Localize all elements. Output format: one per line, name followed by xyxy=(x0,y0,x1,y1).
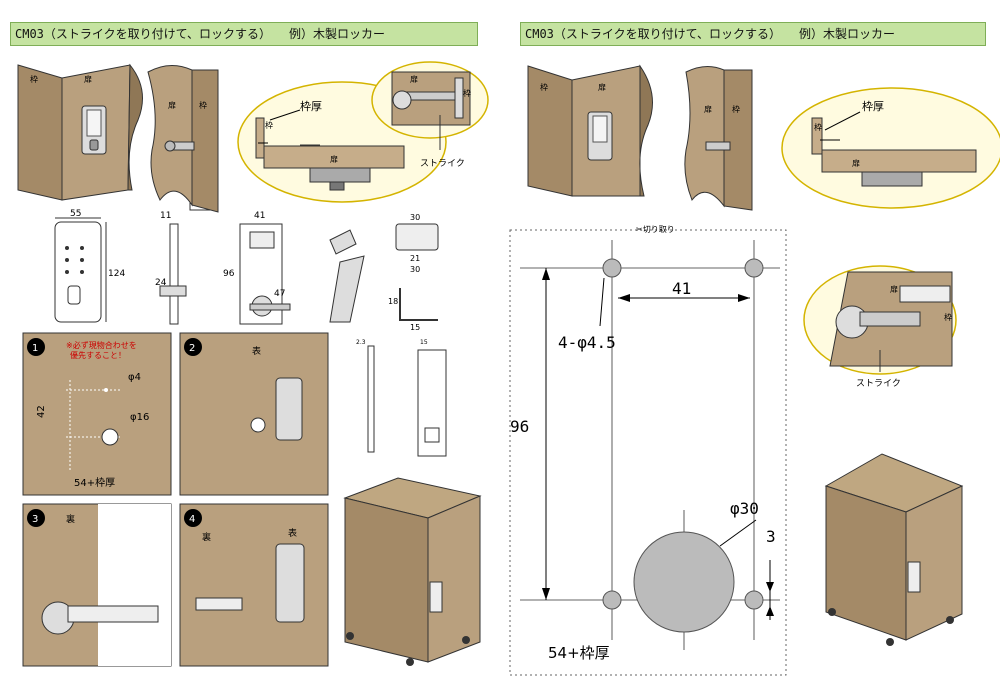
door-label-5: 扉 xyxy=(598,82,606,92)
frame-label-6: 枠 xyxy=(732,104,740,114)
dim-24: 24 xyxy=(155,278,167,288)
door-label-7: 扉 xyxy=(852,158,860,168)
right-title: CM03（ストライクを取り付けて、ロックする） 例）木製ロッカー xyxy=(525,27,896,41)
frame-label-2: 枠 xyxy=(199,100,207,110)
dim-s30b: 30 xyxy=(410,265,420,274)
right-strike-detail-bottom: 扉 枠 ストライク xyxy=(803,265,957,389)
left-title: CM03（ストライクを取り付けて、ロックする） 例）木製ロッカー xyxy=(15,27,386,41)
door-label-8: 扉 xyxy=(890,284,898,294)
template-offset: 54+枠厚 xyxy=(548,644,610,662)
left-cabinet-corner-illustration: 枠 扉 扉 枠 xyxy=(17,63,219,213)
template-phi30: φ30 xyxy=(730,499,759,518)
caution-line-2: 優先すること！ xyxy=(70,350,126,360)
door-label-4: 扉 xyxy=(410,74,418,84)
left-cabinet xyxy=(343,477,482,666)
frame-thickness-label-2: 枠厚 xyxy=(862,99,884,113)
step-1-panel: 1 ※必ず現物合わせを 優先すること！ 42 φ4 φ16 54+枠厚 xyxy=(22,332,172,496)
frame-label-3: 枠 xyxy=(265,120,273,130)
template-holes: 4-φ4.5 xyxy=(558,333,616,352)
step-1-phi16: φ16 xyxy=(130,412,149,423)
template-dim-96: 96 xyxy=(510,417,529,436)
dim-11: 11 xyxy=(160,211,171,221)
caution-line-1: ※必ず現物合わせを xyxy=(66,340,137,350)
step-2-front-label: 表 xyxy=(252,345,261,357)
strike-label-1: ストライク xyxy=(420,158,465,169)
dim-s18: 18 xyxy=(388,297,398,306)
frame-label-1: 枠 xyxy=(30,74,38,84)
dim-47: 47 xyxy=(274,289,285,299)
template-dim-3: 3 xyxy=(766,527,776,546)
frame-label-8: 枠 xyxy=(944,312,952,322)
frame-thickness-label-1: 枠厚 xyxy=(300,99,322,113)
dim-96: 96 xyxy=(223,269,235,279)
frame-label-5: 枠 xyxy=(540,82,548,92)
door-label-3: 扉 xyxy=(330,154,338,164)
right-cabinet xyxy=(824,453,964,646)
step-4-back-label: 裏 xyxy=(202,531,211,543)
dim-s21: 21 xyxy=(410,254,420,263)
right-cabinet-corner-illustration: 枠 扉 扉 枠 xyxy=(527,64,753,211)
dim-2-3: 2.3 xyxy=(356,339,366,346)
step-4-panel: 4 裏 表 xyxy=(179,503,329,667)
drilling-template: ✂切り取り 41 4-φ4.5 96 φ30 3 54+枠厚 xyxy=(509,225,787,676)
door-label-6: 扉 xyxy=(704,104,712,114)
dim-55: 55 xyxy=(70,209,81,219)
step-4-number: 4 xyxy=(189,514,195,525)
step-3-back-label: 裏 xyxy=(66,513,75,525)
left-strike-detail: 枠厚 枠 扉 ストライク 扉 枠 xyxy=(237,61,489,203)
right-strike-detail-top: 枠厚 枠 扉 xyxy=(781,87,1000,209)
step-1-offset: 54+枠厚 xyxy=(74,476,115,489)
frame-label-4: 枠 xyxy=(463,88,471,98)
strike-technical-drawing: 2.3 15 xyxy=(356,339,447,457)
lock-dimension-drawings: 55 124 11 24 41 96 47 30 21 30 18 15 xyxy=(54,209,439,332)
dim-124: 124 xyxy=(108,269,125,279)
step-1-dim-42: 42 xyxy=(36,405,47,418)
door-label-2: 扉 xyxy=(168,100,176,110)
step-4-front-label: 表 xyxy=(288,527,297,539)
step-3-panel: 3 裏 xyxy=(22,503,172,667)
door-label-1: 扉 xyxy=(84,74,92,84)
step-1-number: 1 xyxy=(32,343,38,354)
step-2-number: 2 xyxy=(189,343,195,354)
step-2-panel: 2 表 xyxy=(179,332,329,496)
template-dim-41: 41 xyxy=(672,279,691,298)
dim-15b: 15 xyxy=(420,339,428,346)
cut-label: ✂切り取り xyxy=(636,225,675,234)
step-1-phi4: φ4 xyxy=(128,372,141,383)
left-title-bar: CM03（ストライクを取り付けて、ロックする） 例）木製ロッカー xyxy=(10,22,478,46)
right-title-bar: CM03（ストライクを取り付けて、ロックする） 例）木製ロッカー xyxy=(520,22,986,46)
frame-label-7: 枠 xyxy=(814,122,822,132)
step-3-number: 3 xyxy=(32,514,38,525)
dim-s15: 15 xyxy=(410,323,420,332)
strike-label-2: ストライク xyxy=(856,378,901,389)
dim-41: 41 xyxy=(254,211,265,221)
dim-s30a: 30 xyxy=(410,213,420,222)
